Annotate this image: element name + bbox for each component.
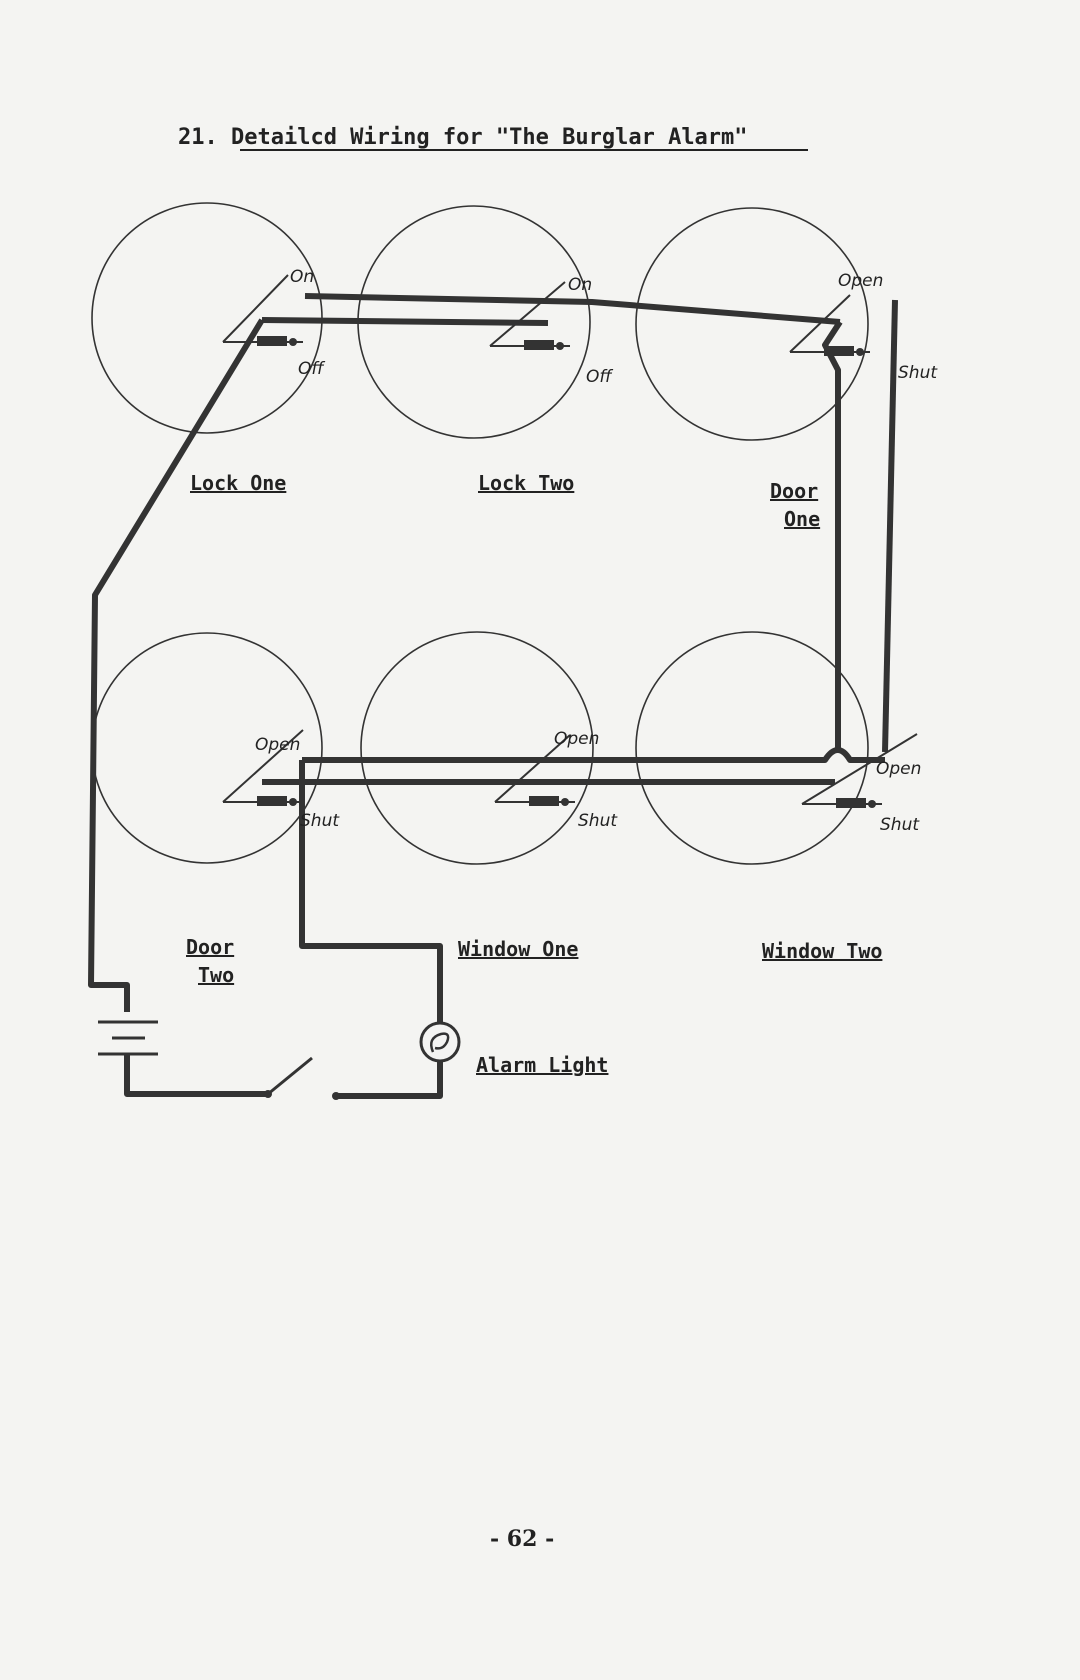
wire-lamp-return — [338, 1062, 443, 1099]
lock-two-off-label: Off — [586, 367, 613, 387]
wire-to-battery — [88, 318, 265, 1012]
wire-lower-open — [302, 747, 885, 763]
wires — [88, 293, 898, 1099]
wire-to-lamp — [299, 760, 443, 1022]
page-title: 21. Detailcd Wiring for "The Burglar Ala… — [178, 125, 748, 150]
lock-one-label: Lock One — [190, 471, 286, 495]
wire-door-one-return — [882, 299, 898, 753]
alarm-light-bulb-icon — [419, 1021, 461, 1063]
wire-battery-switch — [124, 1055, 268, 1097]
door-two-shut-label: Shut — [300, 811, 340, 831]
window-two-circle — [635, 631, 869, 865]
window-two-open-label: Open — [876, 759, 921, 779]
window-one-circle — [360, 631, 594, 865]
door-one-open-label: Open — [838, 271, 883, 291]
window-one-shut-label: Shut — [578, 811, 618, 831]
lock-two-on-label: On — [568, 275, 592, 295]
lock-one-off-label: Off — [298, 359, 325, 379]
wire-on-bus — [304, 293, 841, 325]
battery-icon — [98, 1020, 158, 1056]
window-two-shut-label: Shut — [880, 815, 920, 835]
door-one-label-line2: One — [784, 507, 820, 531]
window-one-label: Window One — [458, 937, 578, 961]
door-one-label-line1: Door — [770, 479, 818, 503]
alarm-light-label: Alarm Light — [476, 1053, 608, 1077]
window-two-label: Window Two — [762, 939, 882, 963]
wire-lock-link — [261, 317, 549, 326]
door-two-open-label: Open — [255, 735, 300, 755]
window-one-open-label: Open — [554, 729, 599, 749]
door-one-shut-label: Shut — [898, 363, 938, 383]
door-one-circle — [635, 207, 869, 441]
lock-two-label: Lock Two — [478, 471, 574, 495]
wire-door-one-down — [822, 320, 843, 750]
page-number: - 62 - — [490, 1526, 554, 1552]
lock-one-on-label: On — [290, 267, 314, 287]
on-off-switch-icon — [264, 1056, 340, 1100]
door-two-label-line2: Two — [198, 963, 234, 987]
door-two-label-line1: Door — [186, 935, 234, 959]
